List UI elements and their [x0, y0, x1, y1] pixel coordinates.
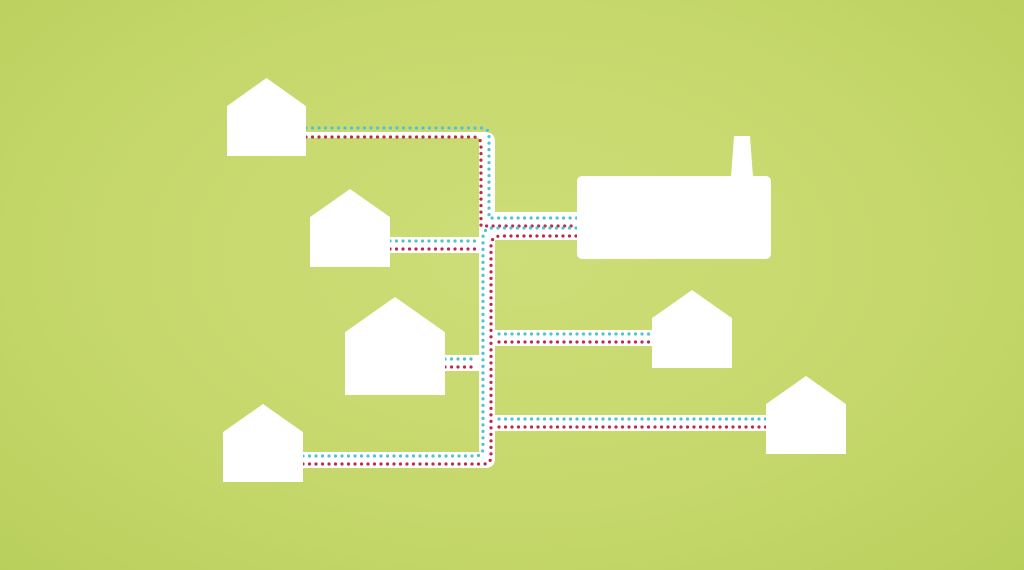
house-icon	[766, 376, 846, 454]
factory-icon	[577, 136, 771, 259]
house-icon	[223, 404, 303, 482]
pipe-house-3	[443, 357, 478, 369]
supply-line	[304, 126, 579, 220]
house-icon	[227, 78, 306, 156]
pipe-house-5	[497, 332, 654, 344]
buildings	[223, 78, 846, 482]
pipe-casing	[390, 237, 481, 253]
pipe-house-2	[388, 239, 477, 251]
pipe-network	[301, 126, 768, 468]
return-line	[301, 234, 579, 466]
pipe-casing	[493, 415, 766, 431]
pipe-house-1	[304, 126, 579, 228]
house-icon	[652, 290, 732, 368]
house-icon	[345, 297, 445, 395]
pipe-casing	[493, 330, 652, 346]
house-icon	[310, 189, 390, 267]
pipe-casing	[445, 355, 481, 371]
pipe-house-6	[497, 417, 768, 429]
pipe-house-4	[301, 226, 579, 466]
return-line	[304, 135, 579, 228]
supply-line	[301, 226, 579, 458]
